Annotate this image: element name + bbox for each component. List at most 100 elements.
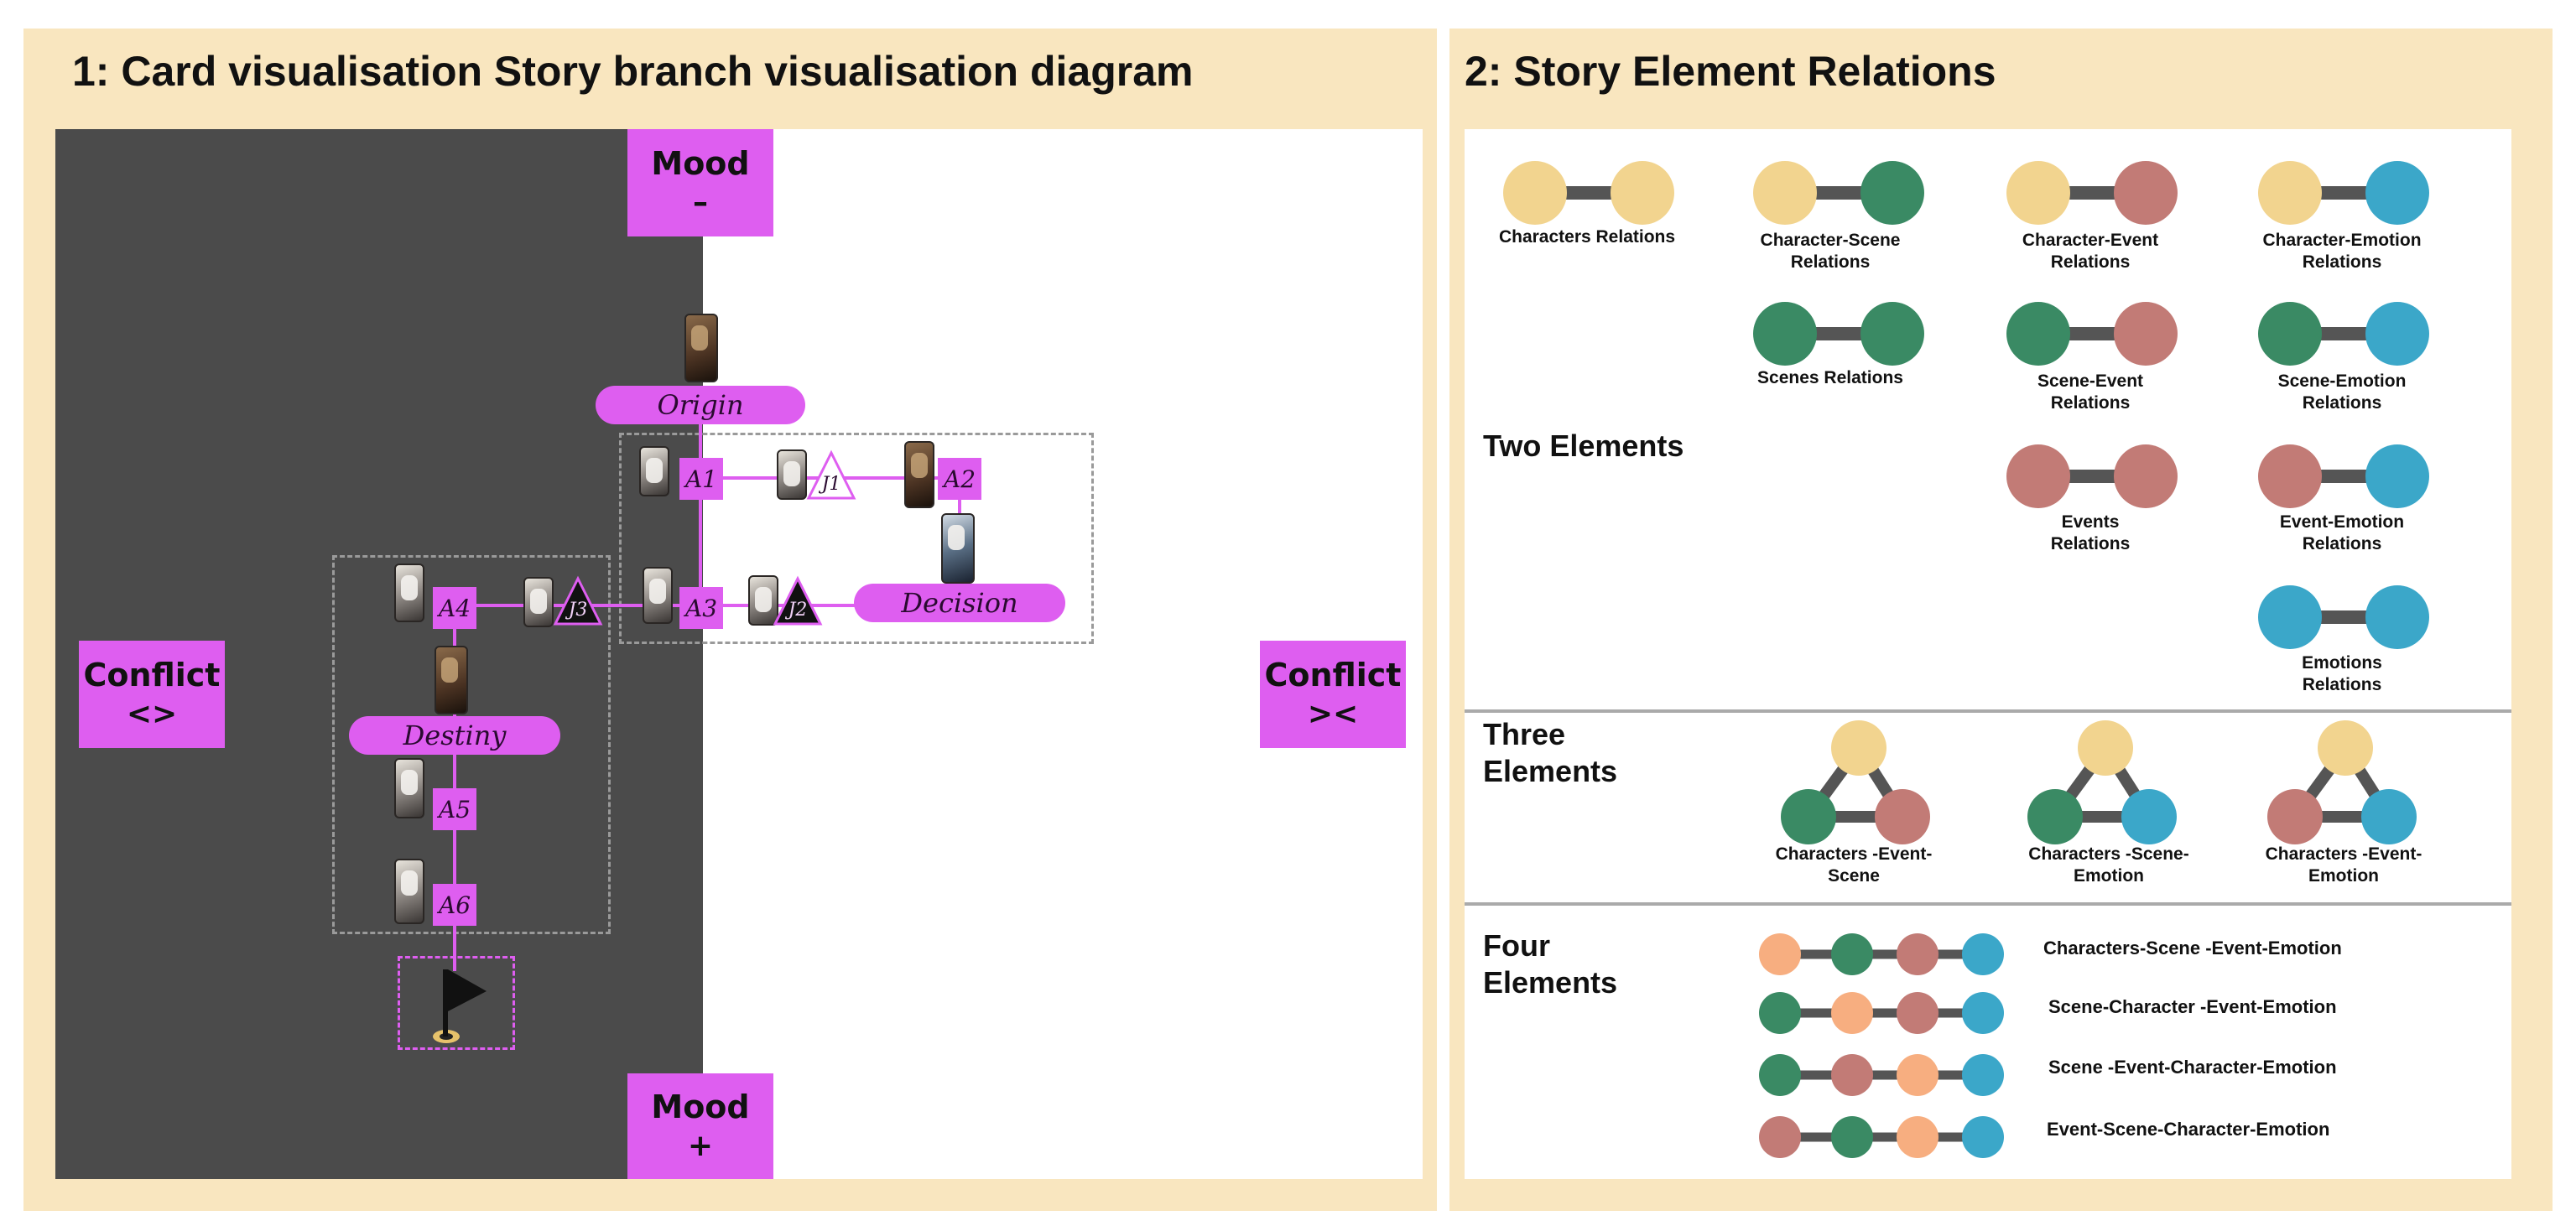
element-node	[1897, 1116, 1939, 1158]
node-a6[interactable]: A6	[433, 884, 476, 926]
card-a3[interactable]	[643, 567, 673, 624]
conflict-label: Conflict	[83, 656, 221, 694]
element-node	[1962, 1054, 2004, 1096]
section-four-elements: Four Elements	[1483, 928, 1618, 1000]
element-node	[2258, 585, 2322, 649]
mood-symbol: –	[693, 185, 708, 221]
element-node	[1759, 1054, 1801, 1096]
element-node	[2361, 789, 2417, 844]
element-node	[1860, 161, 1924, 225]
node-j1-label: J1	[819, 474, 841, 495]
mood-label: Mood	[651, 1088, 750, 1125]
four-element-label: Event-Scene-Character-Emotion	[2047, 1119, 2330, 1140]
card-j3[interactable]	[523, 577, 554, 627]
node-a4[interactable]: A4	[433, 587, 476, 629]
element-node	[2006, 161, 2070, 225]
element-node	[2078, 720, 2133, 776]
element-node	[2006, 302, 2070, 366]
node-a5[interactable]: A5	[433, 788, 476, 830]
three-element-label: Characters -Event- Emotion	[2265, 844, 2422, 886]
element-node	[1897, 992, 1939, 1034]
node-decision[interactable]: Decision	[854, 584, 1065, 622]
section-three-elements: Three Elements	[1483, 717, 1618, 788]
element-node	[2114, 302, 2178, 366]
element-node	[1897, 1054, 1939, 1096]
flag-icon	[433, 969, 487, 1043]
conflict-label: Conflict	[1264, 656, 1402, 694]
element-node	[1831, 992, 1873, 1034]
element-node	[1831, 1116, 1873, 1158]
element-node	[2365, 302, 2429, 366]
node-destiny[interactable]: Destiny	[349, 716, 560, 755]
element-node	[1962, 1116, 2004, 1158]
card-origin[interactable]	[684, 314, 718, 382]
node-a1[interactable]: A1	[679, 458, 723, 500]
element-node	[1962, 992, 2004, 1034]
card-a5[interactable]	[394, 758, 424, 818]
element-node	[2006, 444, 2070, 508]
element-node	[1831, 933, 1873, 975]
section-two-elements: Two Elements	[1483, 429, 1684, 463]
two-element-label: Character-Event Relations	[2022, 231, 2159, 272]
element-node	[1753, 302, 1817, 366]
card-a1[interactable]	[639, 446, 669, 496]
node-j1-triangle[interactable]: J1	[805, 449, 857, 501]
group-ending	[398, 956, 515, 1050]
connector-line	[453, 753, 456, 971]
two-element-label: Events Relations	[2050, 512, 2131, 553]
card-decision[interactable]	[941, 513, 975, 584]
node-j2-triangle[interactable]: J2	[772, 575, 824, 627]
right-panel-title: 2: Story Element Relations	[1465, 48, 1996, 95]
element-node	[2318, 720, 2373, 776]
conflict-right-box: Conflict ><	[1260, 641, 1406, 748]
connector-line	[699, 500, 702, 600]
conflict-symbol: ><	[1307, 697, 1359, 732]
card-a4[interactable]	[394, 564, 424, 622]
mood-positive-box: Mood +	[627, 1073, 773, 1179]
node-a2[interactable]: A2	[938, 458, 981, 500]
node-j3-triangle[interactable]: J3	[552, 575, 604, 627]
two-element-label: Event-Emotion Relations	[2279, 512, 2405, 553]
two-element-label: Scene-Event Relations	[2037, 371, 2144, 413]
element-node	[1897, 933, 1939, 975]
element-node	[2121, 789, 2177, 844]
conflict-left-box: Conflict <>	[79, 641, 225, 748]
element-node	[2258, 302, 2322, 366]
card-a2[interactable]	[904, 441, 934, 508]
node-j2-label: J2	[785, 600, 808, 621]
three-element-label: Characters -Event- Scene	[1775, 844, 1933, 886]
element-node	[1860, 302, 1924, 366]
element-node	[2114, 161, 2178, 225]
card-j2[interactable]	[748, 575, 778, 626]
element-node	[1759, 933, 1801, 975]
element-node	[2365, 444, 2429, 508]
mood-negative-box: Mood –	[627, 129, 773, 236]
card-j1[interactable]	[777, 449, 807, 500]
element-node	[2365, 585, 2429, 649]
element-node	[1831, 1054, 1873, 1096]
element-node	[1875, 789, 1930, 844]
element-node	[1759, 992, 1801, 1034]
section-divider	[1465, 709, 2511, 713]
element-node	[2365, 161, 2429, 225]
three-element-label: Characters -Scene- Emotion	[2028, 844, 2189, 886]
node-origin[interactable]: Origin	[596, 386, 805, 424]
left-panel-title: 1: Card visualisation Story branch visua…	[72, 48, 1194, 95]
node-j3-label: J3	[565, 600, 588, 621]
two-element-label: Scene-Emotion Relations	[2277, 371, 2407, 413]
element-node	[2267, 789, 2323, 844]
node-a3[interactable]: A3	[679, 587, 723, 629]
four-element-label: Scene -Event-Character-Emotion	[2048, 1057, 2337, 1078]
element-node	[1831, 720, 1886, 776]
card-destiny[interactable]	[435, 646, 468, 714]
element-node	[2114, 444, 2178, 508]
two-element-label: Characters Relations	[1498, 227, 1676, 247]
four-element-label: Scene-Character -Event-Emotion	[2048, 996, 2337, 1017]
element-node	[2258, 161, 2322, 225]
conflict-symbol: <>	[126, 697, 178, 732]
card-a6[interactable]	[394, 859, 424, 924]
four-element-label: Characters-Scene -Event-Emotion	[2043, 938, 2342, 958]
element-node	[1503, 161, 1567, 225]
element-node	[1611, 161, 1674, 225]
